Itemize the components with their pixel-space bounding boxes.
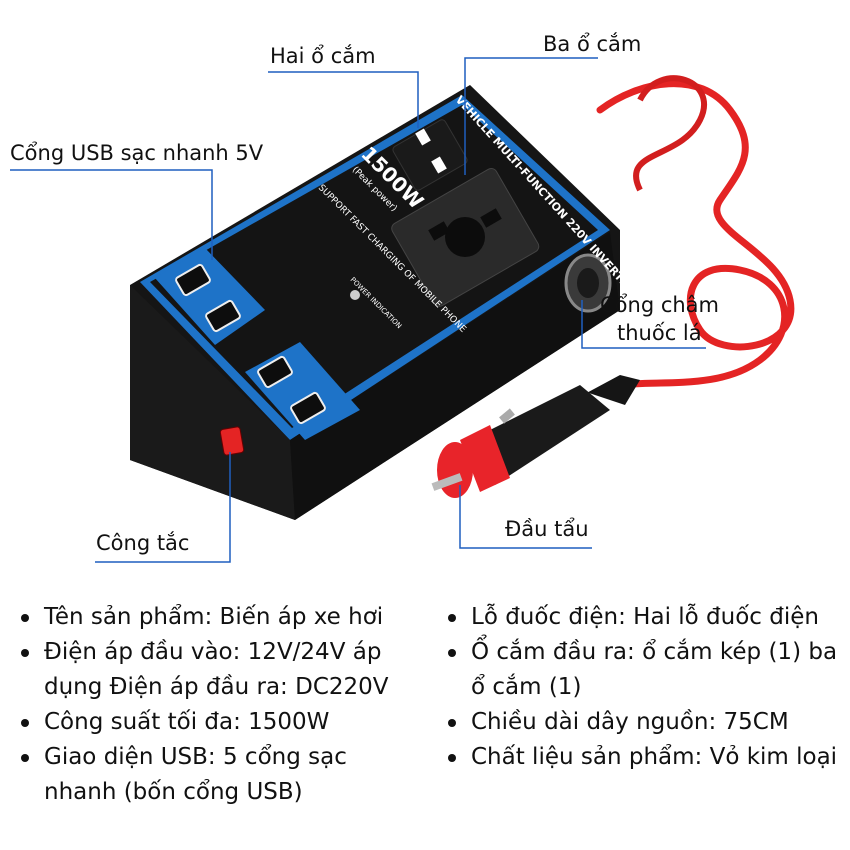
usb-port (205, 299, 241, 333)
bullet-icon (448, 754, 456, 762)
callout-lighter-port-line1: Cổng châm (600, 293, 720, 317)
callout-switch: Công tắc (96, 531, 190, 555)
spec-item: Lỗ đuốc điện: Hai lỗ đuốc điện (445, 600, 845, 635)
callout-usb-fast: Cổng USB sạc nhanh 5V (10, 141, 264, 165)
cigarette-plug (431, 375, 640, 498)
callout-two-sockets: Hai ổ cắm (270, 44, 376, 68)
spec-item: Điện áp đầu vào: 12V/24V áp dụng Điện áp… (18, 635, 418, 705)
callout-lighter-port-line2: thuốc lá (617, 321, 702, 345)
bullet-icon (448, 719, 456, 727)
bullet-icon (448, 614, 456, 622)
spec-column-right: Lỗ đuốc điện: Hai lỗ đuốc điện Ổ cắm đầu… (445, 600, 845, 775)
bullet-icon (21, 719, 29, 727)
spec-item: Ổ cắm đầu ra: ổ cắm kép (1) ba ổ cắm (1) (445, 635, 845, 705)
device-usb-label: 5V CHARGE (162, 207, 202, 247)
inverter-illustration: VEHICLE MULTI-FUNCTION 220V INVERTER 150… (10, 57, 795, 563)
spec-column-left: Tên sản phẩm: Biến áp xe hơi Điện áp đầu… (18, 600, 418, 810)
callout-lines (10, 57, 706, 563)
spec-item: Chất liệu sản phẩm: Vỏ kim loại (445, 740, 845, 775)
spec-item: Chiều dài dây nguồn: 75CM (445, 705, 845, 740)
usb-port (175, 263, 211, 297)
usb-port (290, 391, 326, 425)
bullet-icon (21, 614, 29, 622)
bullet-icon (448, 649, 456, 657)
power-switch[interactable] (219, 426, 245, 456)
power-indicator-led (350, 290, 360, 300)
bullet-icon (21, 754, 29, 762)
usb-port (257, 355, 293, 389)
callout-three-sockets: Ba ổ cắm (543, 32, 642, 56)
spec-item: Công suất tối đa: 1500W (18, 705, 418, 740)
bullet-icon (21, 649, 29, 657)
spec-list: Tên sản phẩm: Biến áp xe hơi Điện áp đầu… (0, 600, 850, 850)
spec-item: Tên sản phẩm: Biến áp xe hơi (18, 600, 418, 635)
power-cable (596, 80, 795, 389)
spec-item: Giao diện USB: 5 cổng sạc nhanh (bốn cổn… (18, 740, 418, 810)
usb-strip-top (155, 248, 265, 345)
inverter-body (130, 85, 620, 520)
callout-plug-head: Đầu tẩu (505, 517, 589, 541)
